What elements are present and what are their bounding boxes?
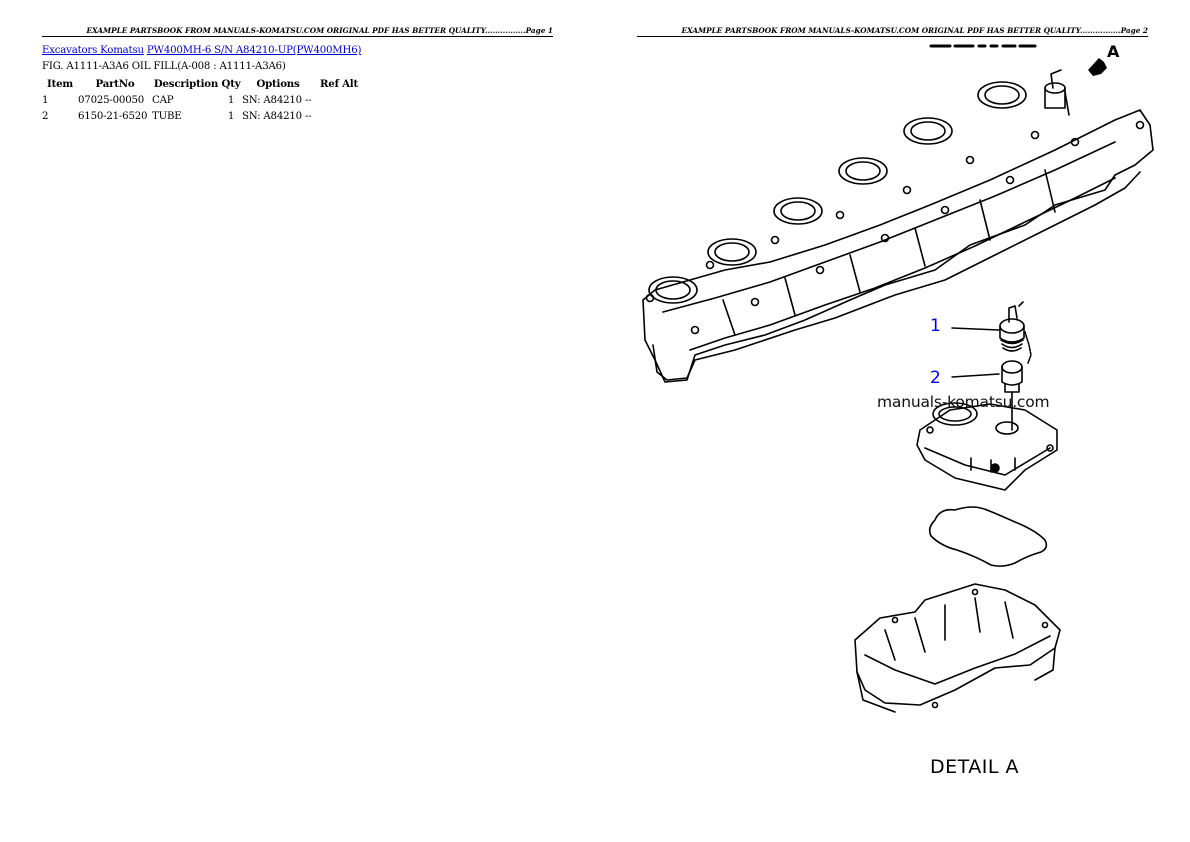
port-rings (648, 81, 1027, 304)
breadcrumb: Excavators Komatsu PW400MH-6 S/N A84210-… (42, 45, 361, 56)
table-row: 2 6150-21-6520 TUBE 1 SN: A84210 -- (42, 108, 364, 124)
cell-item: 2 (42, 110, 49, 122)
page-header: EXAMPLE PARTSBOOK FROM MANUALS-KOMATSU.C… (681, 26, 1148, 35)
figure-title: FIG. A1111-A3A6 OIL FILL(A-008 : A1111-A… (42, 61, 286, 72)
page-1: EXAMPLE PARTSBOOK FROM MANUALS-KOMATSU.C… (42, 26, 553, 124)
cell-partno: 07025-00050 (78, 94, 145, 106)
lower-housing-part-icon (854, 583, 1061, 713)
column-header-item: Item (47, 78, 73, 90)
header-divider (42, 36, 553, 37)
tube-part-icon (1001, 360, 1023, 431)
installed-oil-cap (1044, 69, 1070, 116)
cell-ref-alt (314, 92, 364, 108)
cell-qty: 1 (227, 94, 235, 106)
cell-item: 1 (42, 94, 49, 106)
cell-description: TUBE (152, 110, 182, 122)
cell-qty: 1 (227, 110, 235, 122)
single-cover-detail (916, 402, 1058, 491)
header-divider (637, 36, 1148, 37)
view-arrow-icon (1088, 58, 1107, 76)
column-header-qty: Qty (221, 78, 241, 90)
column-header-partno: PartNo (95, 78, 135, 90)
cell-ref-alt (314, 108, 364, 124)
parts-diagram (642, 44, 1154, 713)
cell-description: CAP (152, 94, 174, 106)
column-header-ref-alt: Ref Alt (320, 78, 358, 90)
model-link[interactable]: PW400MH-6 S/N A84210-UP(PW400MH6) (146, 45, 362, 56)
callout-leaders (951, 327, 1000, 378)
parts-table: Item PartNo Description Qty Options Ref … (42, 76, 364, 124)
detail-label: DETAIL A (930, 756, 1019, 778)
page-header: EXAMPLE PARTSBOOK FROM MANUALS-KOMATSU.C… (86, 26, 553, 35)
column-header-description: Description (153, 78, 219, 90)
gasket-part-icon (928, 506, 1048, 567)
category-link[interactable]: Excavators Komatsu (42, 45, 144, 56)
cell-options: SN: A84210 -- (242, 110, 312, 122)
page-2: EXAMPLE PARTSBOOK FROM MANUALS-KOMATSU.C… (595, 0, 1190, 842)
cell-partno: 6150-21-6520 (78, 110, 148, 122)
cell-options: SN: A84210 -- (242, 94, 312, 106)
table-row: 1 07025-00050 CAP 1 SN: A84210 -- (42, 92, 364, 108)
callout-2: 2 (930, 368, 941, 388)
table-header-row: Item PartNo Description Qty Options Ref … (42, 76, 364, 92)
view-arrow-label: A (1107, 42, 1120, 61)
callout-1: 1 (930, 316, 941, 336)
rocker-cover-assembly (642, 69, 1154, 383)
watermark-text: manuals-komatsu.com (877, 393, 1050, 411)
column-header-options: Options (256, 78, 300, 90)
cap-part-icon (999, 301, 1032, 364)
